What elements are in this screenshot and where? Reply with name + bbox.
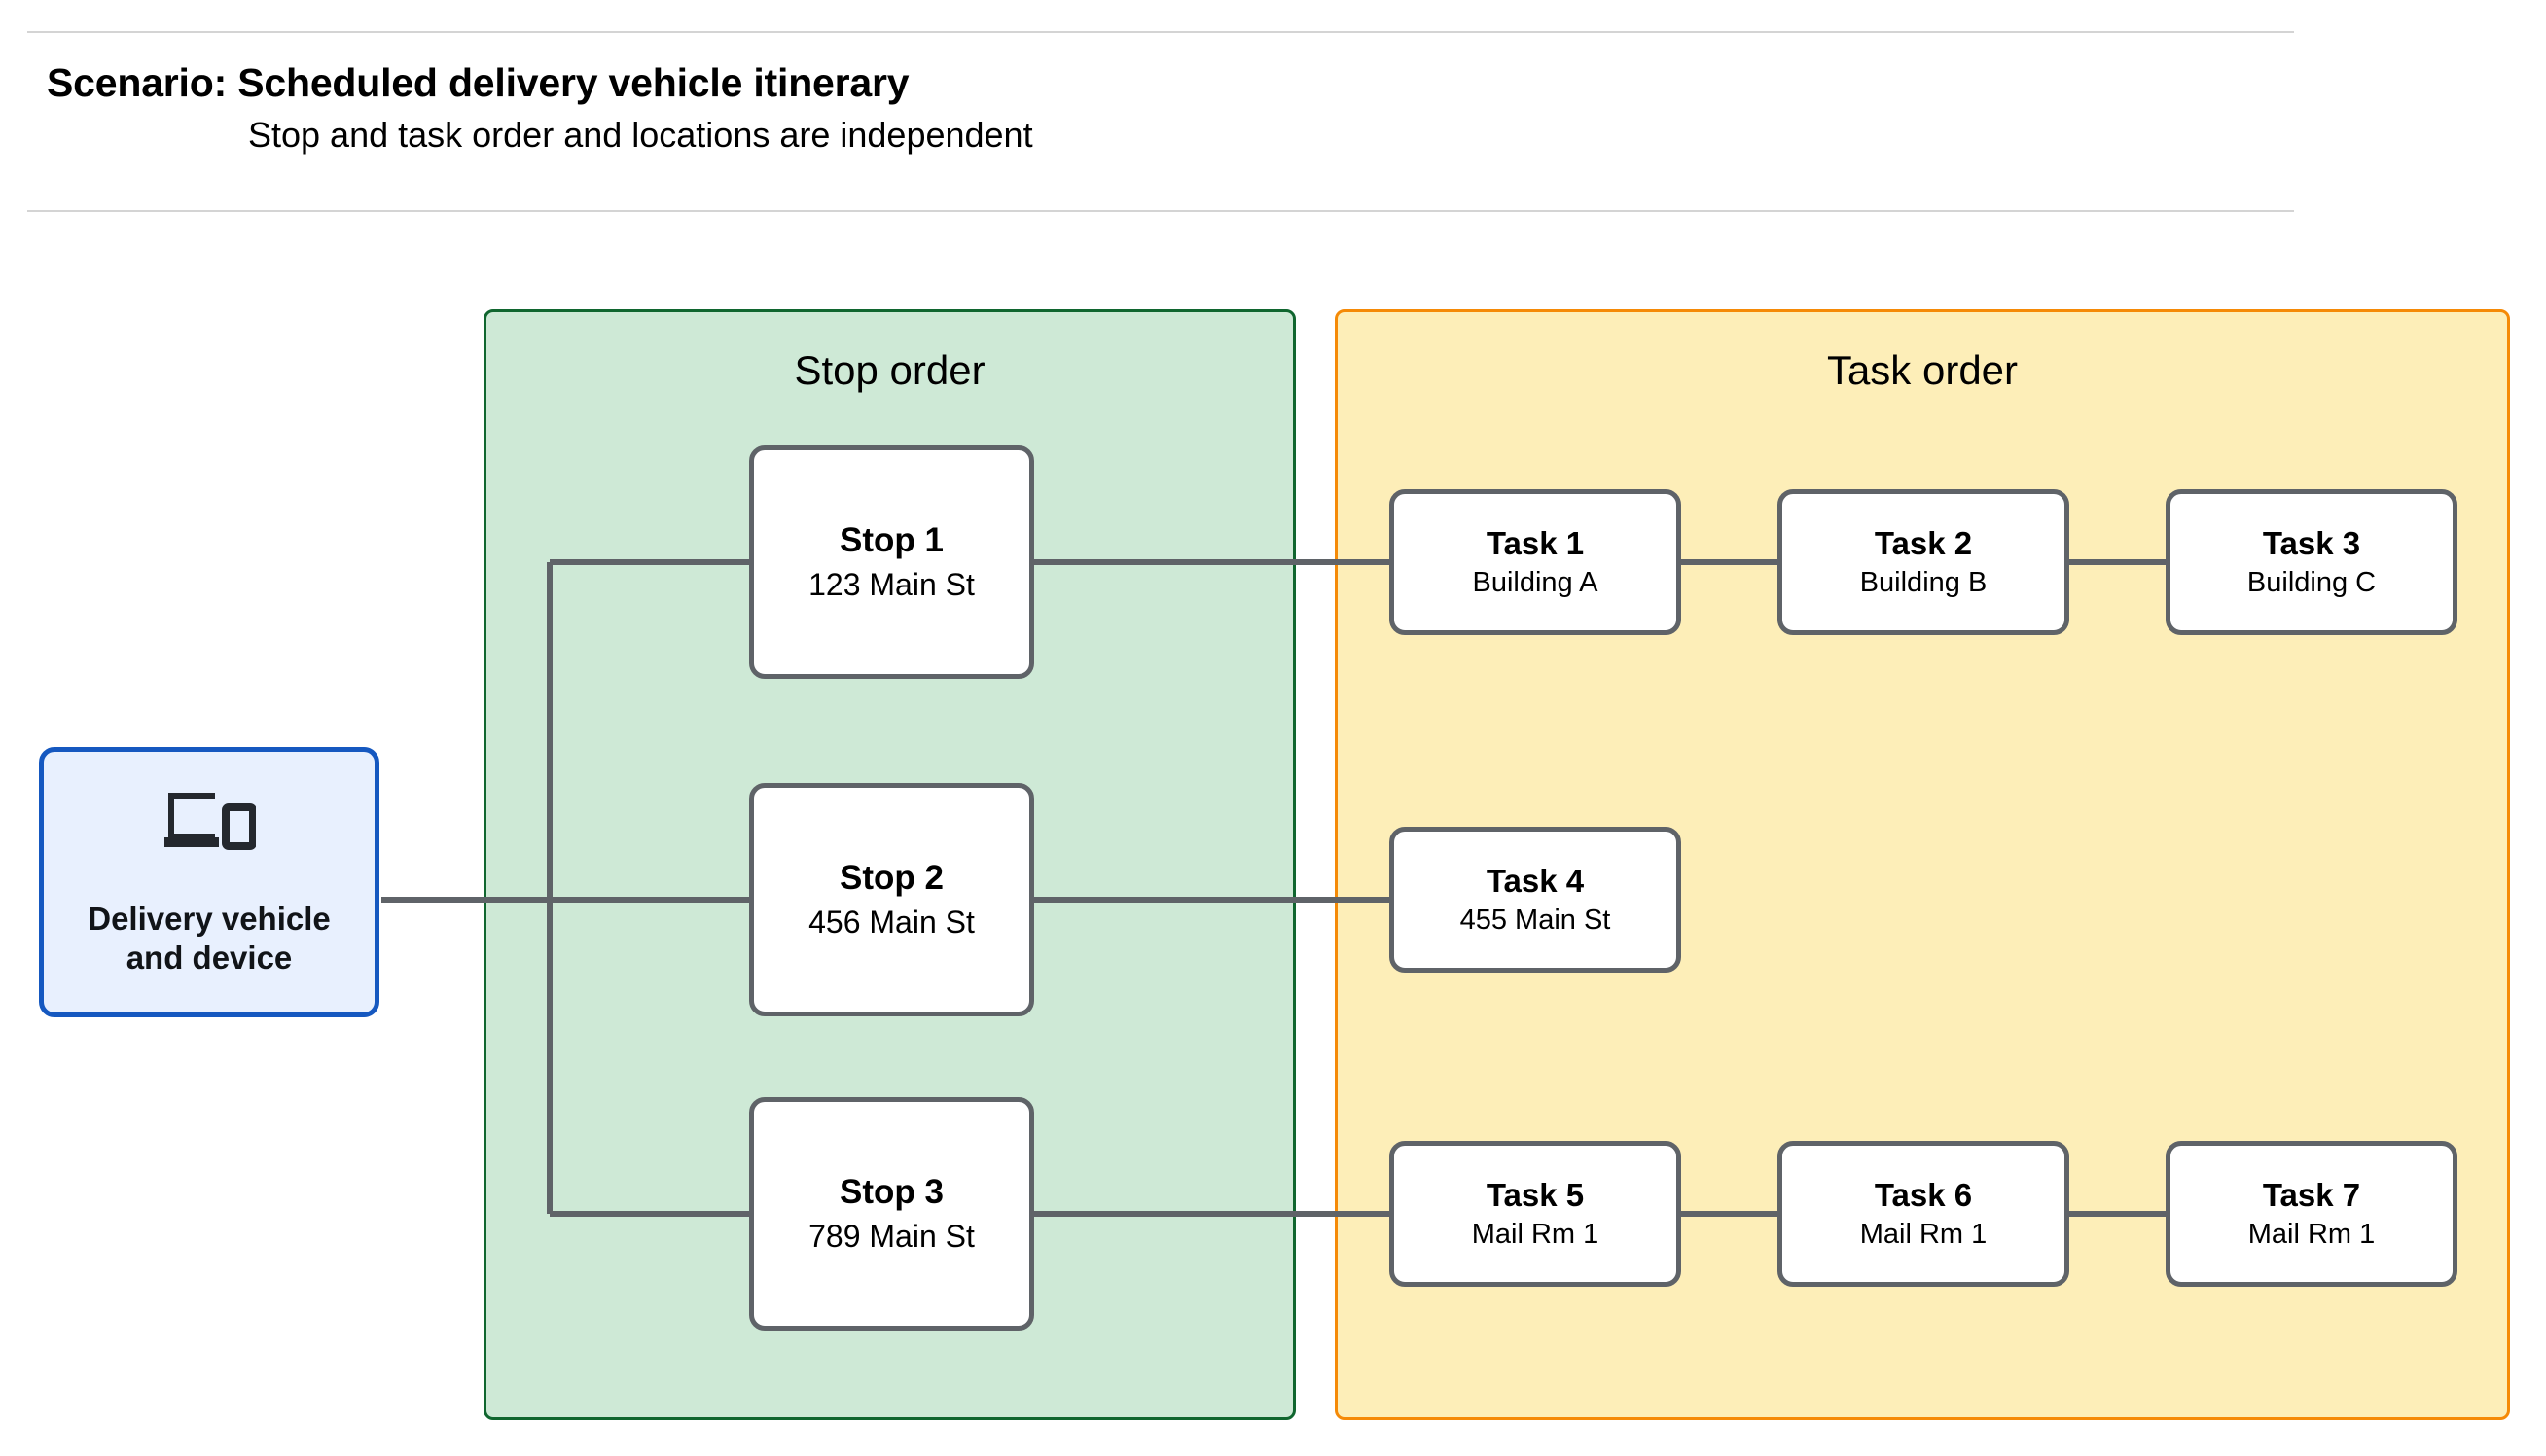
- stop-card-3[interactable]: Stop 3 789 Main St: [749, 1097, 1034, 1331]
- task-card-location: Mail Rm 1: [1859, 1219, 1988, 1250]
- task-card-location: Building B: [1859, 567, 1988, 598]
- stop-card-1[interactable]: Stop 1 123 Main St: [749, 445, 1034, 679]
- task-card-title: Task 5: [1486, 1177, 1585, 1213]
- task-card-title: Task 4: [1486, 863, 1585, 899]
- stop-card-address: 123 Main St: [808, 567, 975, 602]
- task-card-6[interactable]: Task 6 Mail Rm 1: [1777, 1141, 2069, 1287]
- task-card-title: Task 2: [1874, 525, 1973, 561]
- task-card-title: Task 1: [1486, 525, 1585, 561]
- devices-icon: [164, 792, 256, 850]
- task-card-title: Task 6: [1874, 1177, 1973, 1213]
- header-divider-bottom: [27, 210, 2294, 212]
- task-order-panel-title: Task order: [1826, 347, 2019, 393]
- stop-card-title: Stop 1: [840, 521, 944, 559]
- delivery-vehicle-and-device-node[interactable]: Delivery vehicle and device: [39, 747, 379, 1017]
- task-card-title: Task 3: [2262, 525, 2361, 561]
- stop-card-address: 789 Main St: [808, 1219, 975, 1254]
- task-card-location: Building A: [1472, 567, 1598, 598]
- stop-card-title: Stop 3: [840, 1173, 944, 1211]
- task-card-2[interactable]: Task 2 Building B: [1777, 489, 2069, 635]
- stop-order-panel-title: Stop order: [794, 347, 986, 393]
- task-card-4[interactable]: Task 4 455 Main St: [1389, 827, 1681, 973]
- header-divider-top: [27, 31, 2294, 33]
- task-card-7[interactable]: Task 7 Mail Rm 1: [2166, 1141, 2457, 1287]
- task-card-location: 455 Main St: [1459, 905, 1611, 936]
- task-card-location: Mail Rm 1: [1471, 1219, 1599, 1250]
- page-title: Scenario: Scheduled delivery vehicle iti…: [47, 60, 910, 105]
- task-card-location: Mail Rm 1: [2247, 1219, 2376, 1250]
- task-card-location: Building C: [2246, 567, 2377, 598]
- task-card-3[interactable]: Task 3 Building C: [2166, 489, 2457, 635]
- task-card-1[interactable]: Task 1 Building A: [1389, 489, 1681, 635]
- stop-card-2[interactable]: Stop 2 456 Main St: [749, 783, 1034, 1016]
- device-node-label: Delivery vehicle and device: [88, 900, 331, 976]
- stop-card-title: Stop 2: [840, 859, 944, 897]
- stop-card-address: 456 Main St: [808, 905, 975, 940]
- task-card-title: Task 7: [2262, 1177, 2361, 1213]
- task-card-5[interactable]: Task 5 Mail Rm 1: [1389, 1141, 1681, 1287]
- page-subtitle: Stop and task order and locations are in…: [248, 115, 1033, 155]
